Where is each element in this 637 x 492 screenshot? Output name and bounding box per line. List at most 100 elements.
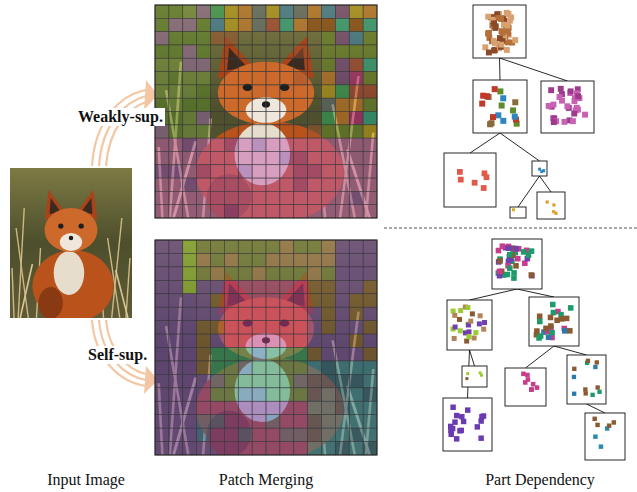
patch-cell [211,348,225,361]
patch-cell [197,307,211,320]
patch-cell [294,374,308,387]
patch-cell [335,98,349,111]
patch-cell [335,442,349,455]
part-patch [564,103,570,109]
part-patch [498,16,504,22]
part-patch [597,390,601,394]
patch-cell [238,5,252,18]
patch-cell [252,85,266,98]
part-patch [543,326,549,332]
part-patch [466,372,469,375]
patch-cell [183,374,197,387]
patch-cell [322,280,336,293]
patch-cell [155,240,169,253]
patch-cell [183,205,197,218]
patch-cell [322,112,336,125]
patch-cell [155,267,169,280]
patch-cell [266,294,280,307]
patch-cell [322,58,336,71]
patch-cell [308,205,322,218]
part-patch [584,391,588,395]
patch-cell [224,165,238,178]
patch-cell [238,388,252,401]
patch-cell [169,442,183,455]
patch-cell [183,321,197,334]
part-patch [477,321,482,326]
patch-cell [308,240,322,253]
patch-cell [224,138,238,151]
patch-cell [335,280,349,293]
patch-cell [238,72,252,85]
patch-cell [211,267,225,280]
part-patch [554,212,557,215]
part-patch [504,47,510,53]
patch-cell [211,151,225,164]
patch-cell [252,138,266,151]
patch-cell [322,442,336,455]
patch-cell [155,5,169,18]
tree-link [499,58,501,80]
thumbnail-frame [473,80,527,133]
part-patch [593,365,597,369]
patch-cell [349,85,363,98]
tree-link [518,176,540,207]
part-thumbnail [492,239,542,289]
part-patch [498,42,504,48]
patch-cell [363,374,377,387]
patch-cell [322,348,336,361]
patch-cell [335,85,349,98]
patch-cell [294,321,308,334]
patch-cell [155,294,169,307]
patch-cell [308,58,322,71]
tree-link [587,404,606,413]
patch-cell [294,85,308,98]
patch-cell [238,178,252,191]
patch-cell [211,428,225,441]
patch-cell [169,307,183,320]
patch-cell [335,253,349,266]
part-patch [507,265,513,271]
tree-link [470,350,475,366]
part-patch [506,11,512,17]
patch-cell [363,240,377,253]
patch-cell [224,45,238,58]
patch-cell [211,334,225,347]
tree-link [500,58,568,81]
patch-cell [211,165,225,178]
patch-cell [349,307,363,320]
patch-cell [335,294,349,307]
patch-cell [266,98,280,111]
patch-cell [280,32,294,45]
patch-cell [280,361,294,374]
patch-cell [266,253,280,266]
patch-cell [266,348,280,361]
patch-cell [169,45,183,58]
part-patch [558,86,564,92]
part-patch [551,102,557,108]
part-thumbnail [505,368,546,406]
patch-cell [335,191,349,204]
part-patch [551,119,557,125]
patch-cell [197,191,211,204]
patch-cell [349,442,363,455]
patch-cell [169,401,183,414]
part-patch [492,47,498,53]
patch-cell [224,151,238,164]
patch-cell [322,321,336,334]
patch-cell [252,191,266,204]
part-patch [572,375,576,379]
patch-cell [280,428,294,441]
part-patch [482,320,487,325]
patch-cell [238,321,252,334]
patch-cell [224,294,238,307]
patch-cell [252,125,266,138]
patch-cell [155,280,169,293]
tree-link [554,346,587,355]
patch-cell [308,138,322,151]
patch-cell [238,45,252,58]
patch-cell [349,428,363,441]
patch-cell [280,72,294,85]
patch-cell [294,401,308,414]
patch-cell [294,18,308,31]
patch-cell [169,191,183,204]
